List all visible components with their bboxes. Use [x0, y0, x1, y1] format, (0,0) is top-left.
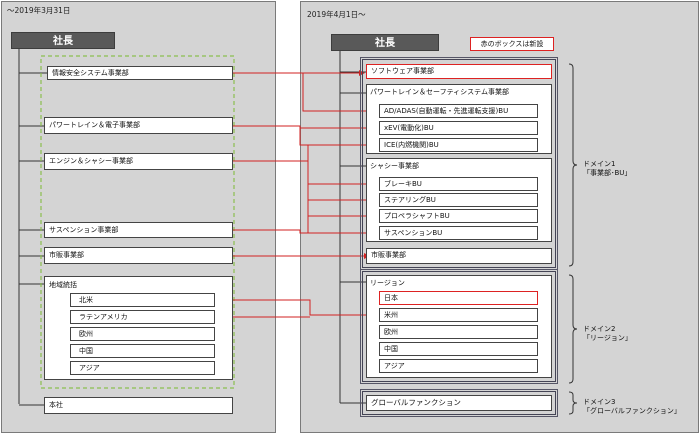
left-headquarters: 本社 [44, 397, 233, 414]
domain3-label: ドメイン3 「グローバルファンクション」 [583, 398, 681, 416]
left-division-engine-chassis: エンジン＆シャシー事業部 [44, 153, 233, 170]
right-bu-ice: ICE(内燃機関)BU [379, 138, 538, 152]
right-global-function: グローバルファンクション [366, 395, 552, 411]
left-region-latin-america: ラテンアメリカ [70, 310, 215, 324]
right-date: 2019年4月1日～ [307, 10, 366, 19]
right-region-japan: 日本 [379, 291, 538, 305]
left-division-powertrain: パワートレイン＆電子事業部 [44, 117, 233, 134]
left-date: ～2019年3月31日 [7, 6, 71, 15]
right-bu-steering: ステアリングBU [379, 193, 538, 207]
left-region-china: 中国 [70, 344, 215, 358]
left-region-asia: アジア [70, 361, 215, 375]
right-region-china: 中国 [379, 342, 538, 356]
right-bu-propeller-shaft: プロペラシャフトBU [379, 209, 538, 223]
domain1-label: ドメイン1 「事業部･BU」 [583, 160, 631, 178]
domain1-label-line1: ドメイン1 [583, 160, 616, 168]
left-division-info-safety: 情報安全システム事業部 [47, 66, 233, 80]
right-region-americas: 米州 [379, 308, 538, 322]
domain2-group [360, 269, 558, 384]
domain1-label-line2: 「事業部･BU」 [583, 169, 632, 177]
domain2-label-line2: 「リージョン」 [583, 334, 632, 342]
right-bu-xev: xEV(電動化)BU [379, 121, 538, 135]
right-software-division: ソフトウェア事業部 [366, 64, 552, 79]
right-chassis-title: シャシー事業部 [370, 162, 419, 170]
left-division-suspension: サスペンション事業部 [44, 222, 233, 238]
domain3-label-line1: ドメイン3 [583, 398, 616, 406]
right-bu-brake: ブレーキBU [379, 177, 538, 191]
left-division-aftermarket: 市販事業部 [44, 247, 233, 264]
right-region-title: リージョン [370, 279, 405, 287]
domain1-group [360, 57, 558, 270]
left-regional-title: 地域統括 [49, 281, 77, 289]
domain2-label: ドメイン2 「リージョン」 [583, 325, 632, 343]
left-ceo-box: 社長 [11, 32, 115, 49]
right-ceo-box: 社長 [331, 34, 439, 51]
right-region-asia: アジア [379, 359, 538, 373]
domain2-label-line1: ドメイン2 [583, 325, 616, 333]
right-bu-ad-adas: AD/ADAS(自動運転・先進運転支援)BU [379, 104, 538, 118]
left-region-north-america: 北米 [70, 293, 215, 307]
domain3-label-line2: 「グローバルファンクション」 [583, 407, 681, 415]
left-region-europe: 欧州 [70, 327, 215, 341]
right-aftermarket-division: 市販事業部 [366, 248, 552, 264]
right-bu-suspension: サスペンションBU [379, 226, 538, 240]
legend-new-box: 赤のボックスは新設 [470, 37, 554, 51]
domain3-group [360, 389, 558, 417]
right-region-europe: 欧州 [379, 325, 538, 339]
right-powertrain-title: パワートレイン＆セーフティシステム事業部 [370, 88, 509, 96]
